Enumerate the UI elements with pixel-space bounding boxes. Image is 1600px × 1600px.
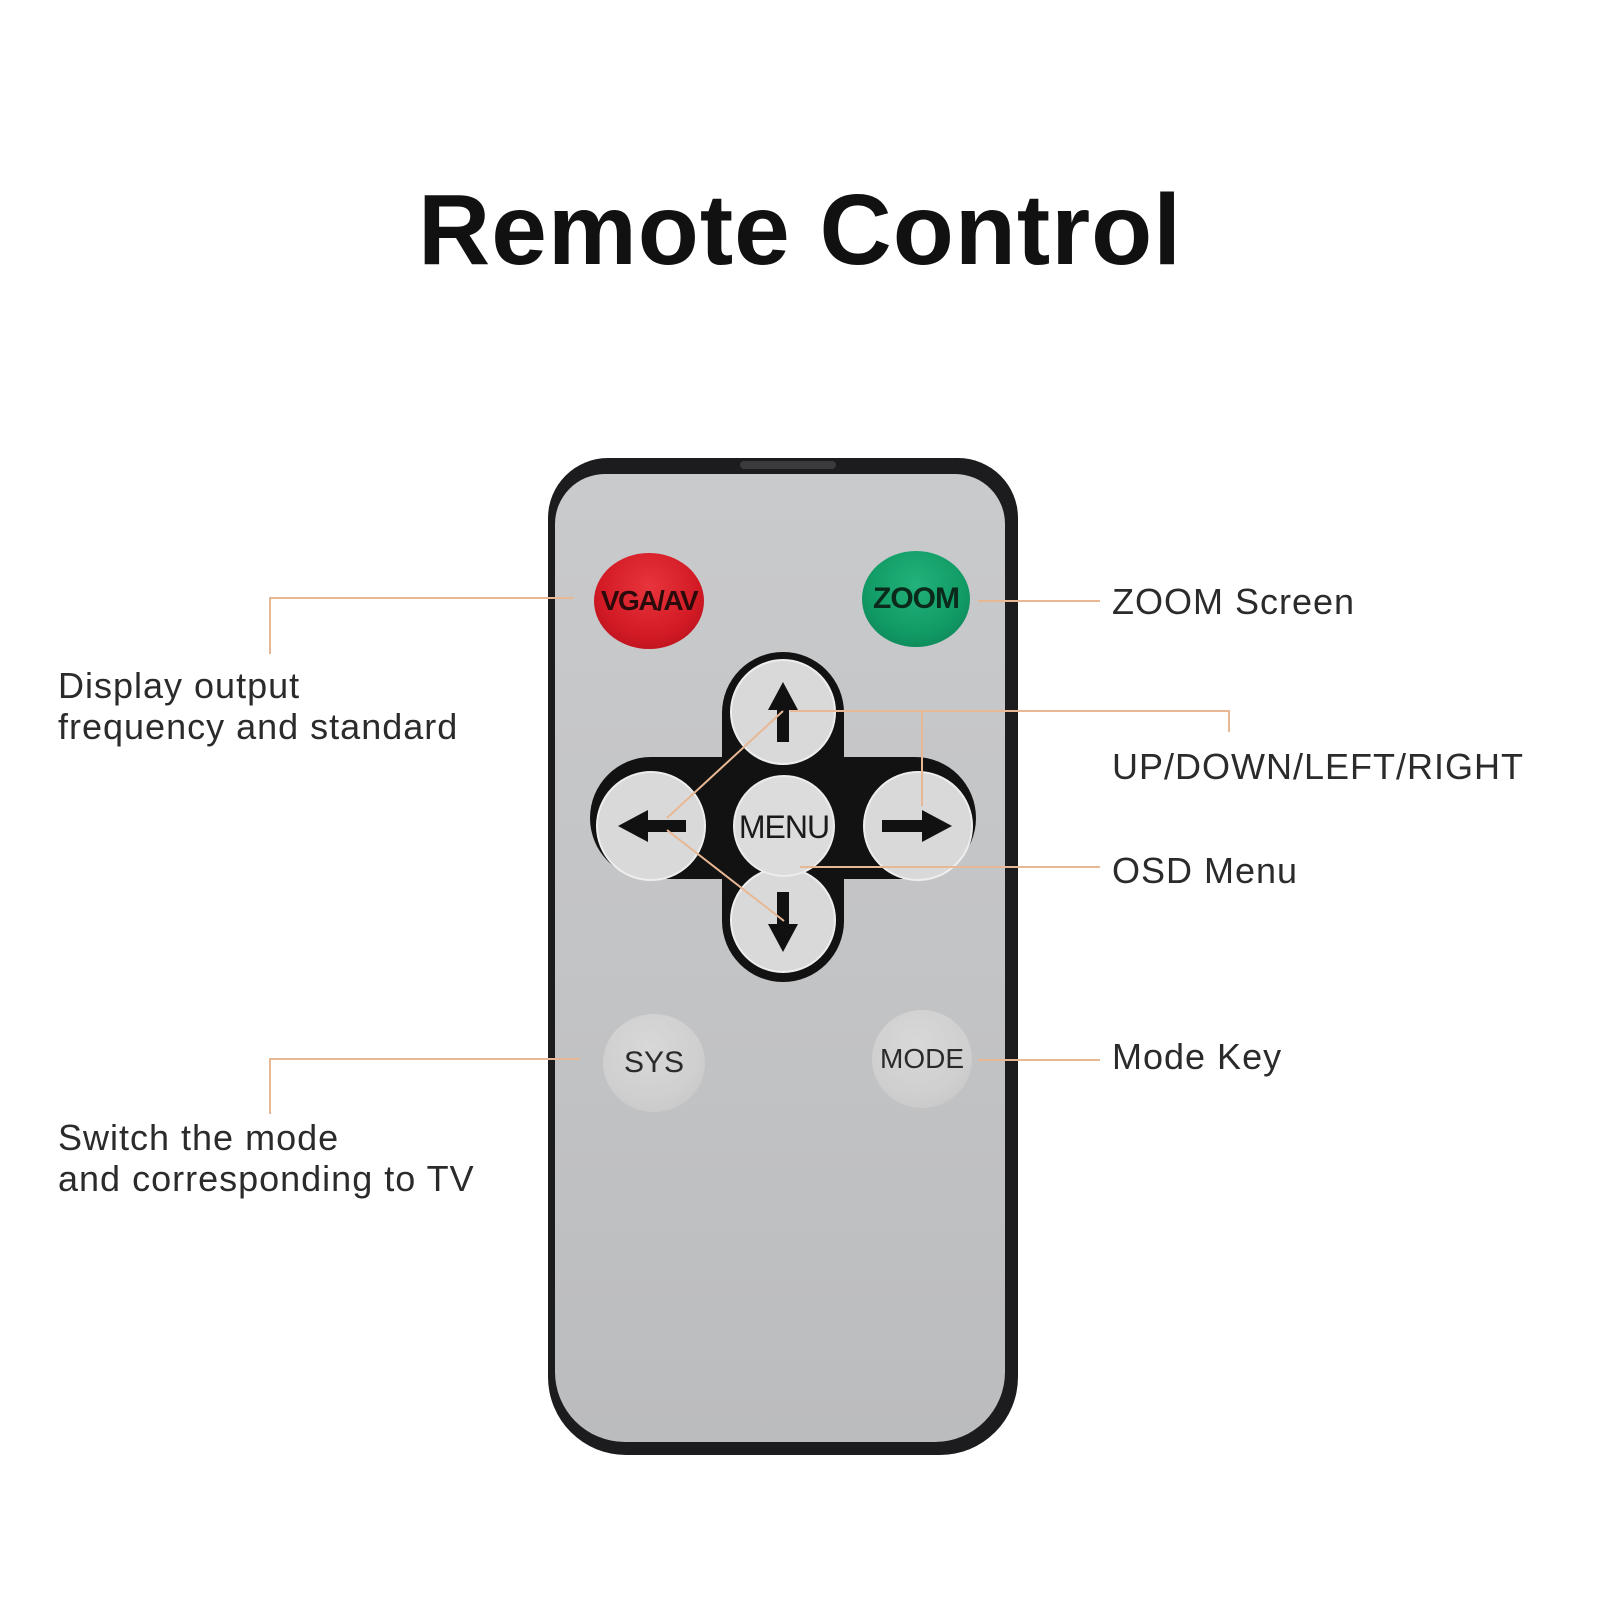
sys-button[interactable]: SYS: [603, 1014, 705, 1112]
label-osd-menu: OSD Menu: [1112, 850, 1299, 891]
dpad-right-button[interactable]: [863, 771, 973, 881]
menu-button-label: MENU: [739, 809, 829, 845]
ir-window: [740, 461, 836, 469]
label-switch-mode: Switch the mode and corresponding to TV: [58, 1117, 475, 1199]
vga-av-button[interactable]: VGA/AV: [594, 553, 704, 649]
label-display-output-line2: frequency and standard: [58, 706, 459, 747]
label-mode-key: Mode Key: [1112, 1036, 1283, 1077]
arrow-left-icon: [618, 810, 686, 842]
dpad-left-button[interactable]: [596, 771, 706, 881]
label-switch-mode-line2: and corresponding to TV: [58, 1158, 475, 1199]
label-display-output-line1: Display output: [58, 665, 301, 706]
label-display-output: Display output frequency and standard: [58, 665, 458, 747]
dpad-up-button[interactable]: [730, 659, 836, 765]
menu-button[interactable]: MENU: [733, 775, 835, 877]
arrow-down-icon: [768, 892, 798, 952]
zoom-button[interactable]: ZOOM: [862, 551, 970, 647]
page-title: Remote Control: [418, 174, 1182, 286]
label-zoom-screen: ZOOM Screen: [1112, 581, 1356, 622]
arrow-right-icon: [882, 810, 952, 842]
label-switch-mode-line1: Switch the mode: [58, 1117, 340, 1158]
mode-button[interactable]: MODE: [872, 1010, 972, 1108]
dpad-down-button[interactable]: [730, 867, 836, 973]
label-directions: UP/DOWN/LEFT/RIGHT: [1112, 746, 1524, 787]
